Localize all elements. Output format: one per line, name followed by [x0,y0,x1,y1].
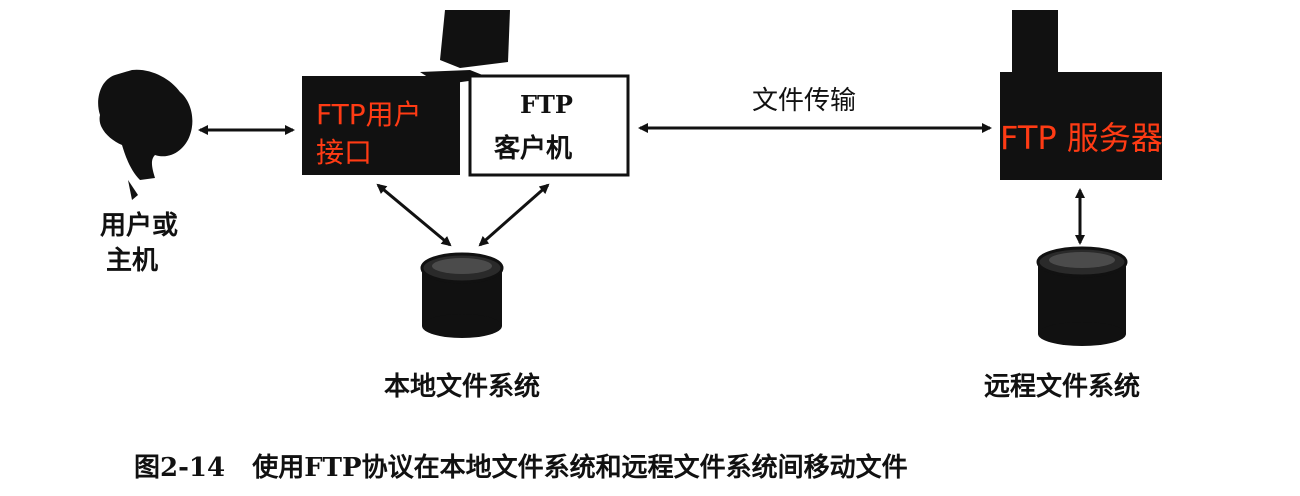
ftp-client-label-line2: 客户机 [494,134,573,164]
ftp-user-interface-label-line1: FTP用户 [316,98,422,131]
user-host-label-line1: 用户或 [100,211,179,241]
remote-filesystem-icon [1036,246,1128,346]
user-host-label-line2: 主机 [106,246,159,276]
file-transfer-label: 文件传输 [752,86,857,116]
ftp-server-icon [1000,10,1162,180]
remote-filesystem-label: 远程文件系统 [984,372,1141,402]
local-filesystem-icon [420,252,504,338]
figure-caption: 图2-14 使用FTP协议在本地文件系统和远程文件系统间移动文件 [134,453,908,483]
ftp-client-box [468,74,630,177]
ftp-user-interface-box [302,76,460,175]
ui-filesystem-arrow [376,183,452,247]
ftp-user-interface-label-line2: 接口 [316,136,373,169]
local-filesystem-label: 本地文件系统 [384,372,541,402]
ftp-client-label-line1: FTP [520,90,573,119]
user-figure-icon [98,69,193,200]
local-monitor-icon [420,10,510,85]
client-filesystem-arrow [478,183,550,247]
ftp-server-label: FTP 服务器 [1000,119,1163,157]
